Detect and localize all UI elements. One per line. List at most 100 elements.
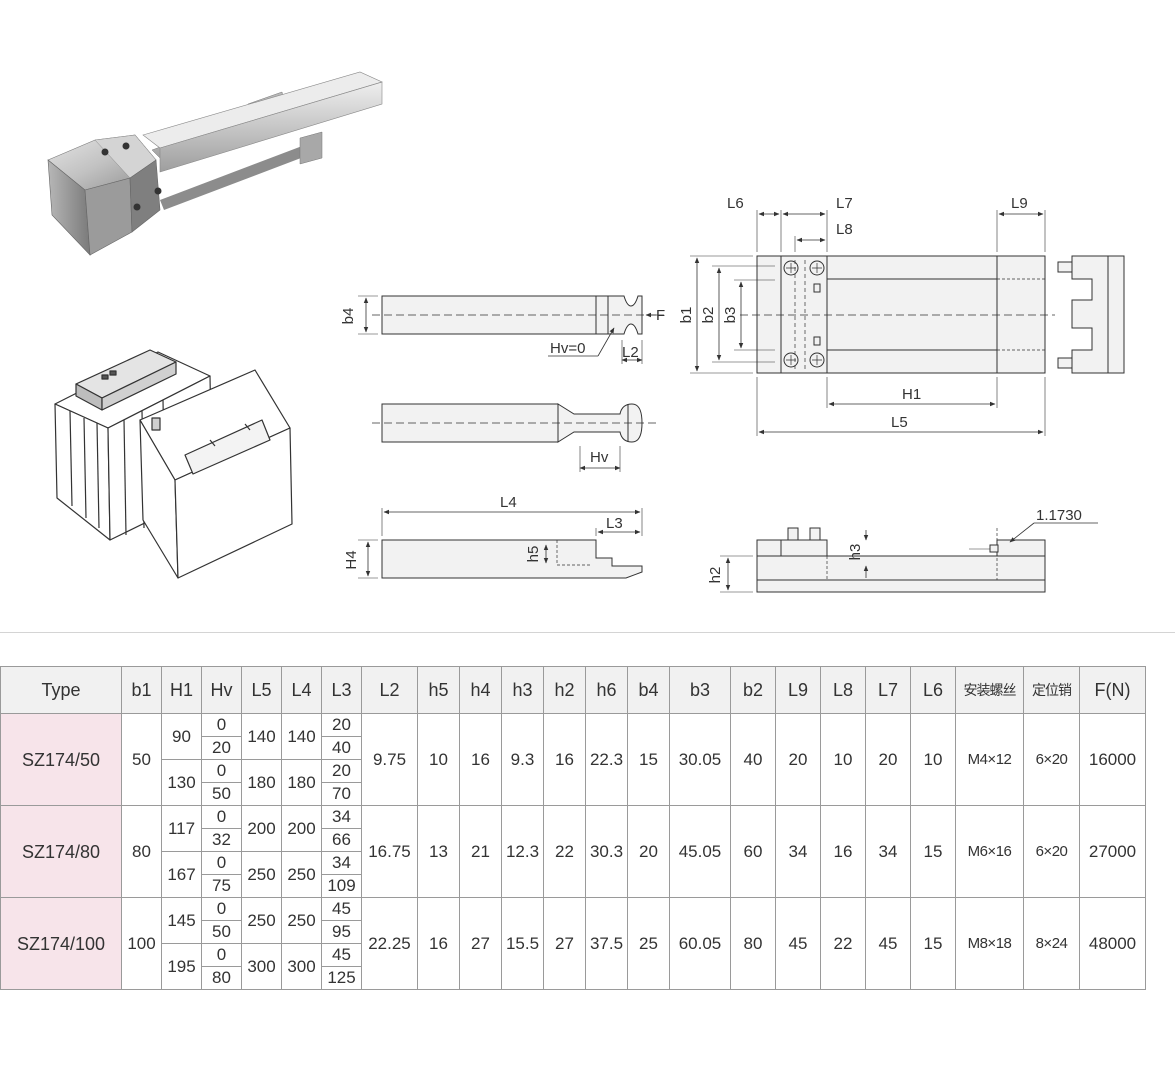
b3-cell: 30.05 [669, 713, 731, 806]
h6-cell: 22.3 [585, 713, 628, 806]
label-h5: h5 [525, 546, 542, 563]
header-cell: h6 [585, 666, 628, 714]
hv-cell: 75 [201, 874, 242, 898]
label-taper: 1.1730 [1036, 507, 1082, 524]
l5-cell: 200 [241, 805, 282, 852]
b3-cell: 60.05 [669, 897, 731, 990]
header-cell: b4 [627, 666, 670, 714]
l3-cell: 70 [321, 782, 362, 806]
label-b3: b3 [722, 307, 739, 324]
h5-cell: 16 [417, 897, 460, 990]
type-cell: SZ174/50 [0, 713, 122, 806]
h1-cell: 90 [161, 713, 202, 760]
header-cell: L2 [361, 666, 418, 714]
type-cell: SZ174/80 [0, 805, 122, 898]
wedge-top-view [358, 295, 664, 364]
label-L7: L7 [836, 195, 853, 212]
header-cell: Hv [201, 666, 242, 714]
h4-cell: 21 [459, 805, 502, 898]
l3-cell: 109 [321, 874, 362, 898]
h1-cell: 195 [161, 943, 202, 990]
header-cell: L8 [820, 666, 866, 714]
l9-cell: 45 [775, 897, 821, 990]
header-cell: L5 [241, 666, 282, 714]
header-cell: L4 [281, 666, 322, 714]
screw-cell: M6×16 [955, 805, 1024, 898]
l9-cell: 34 [775, 805, 821, 898]
header-cell: L9 [775, 666, 821, 714]
label-H4: H4 [343, 550, 360, 569]
h2-cell: 22 [543, 805, 586, 898]
l5-cell: 140 [241, 713, 282, 760]
l4-cell: 250 [281, 851, 322, 898]
h1-cell: 167 [161, 851, 202, 898]
header-cell: 安装螺丝 [955, 666, 1024, 714]
h6-cell: 30.3 [585, 805, 628, 898]
label-h2: h2 [707, 567, 724, 584]
label-L4: L4 [500, 494, 517, 511]
h4-cell: 27 [459, 897, 502, 990]
label-L2: L2 [622, 344, 639, 361]
hv-cell: 80 [201, 966, 242, 990]
f-cell: 16000 [1079, 713, 1146, 806]
label-L6: L6 [727, 195, 744, 212]
b1-cell: 50 [121, 713, 162, 806]
hv-cell: 0 [201, 713, 242, 737]
l5-cell: 180 [241, 759, 282, 806]
header-cell: 定位销 [1023, 666, 1080, 714]
l4-cell: 200 [281, 805, 322, 852]
l3-cell: 40 [321, 736, 362, 760]
l8-cell: 16 [820, 805, 866, 898]
h5-cell: 10 [417, 713, 460, 806]
l5-cell: 300 [241, 943, 282, 990]
label-L8: L8 [836, 221, 853, 238]
h3-cell: 9.3 [501, 713, 544, 806]
l4-cell: 140 [281, 713, 322, 760]
b2-cell: 80 [730, 897, 776, 990]
h3-cell: 12.3 [501, 805, 544, 898]
l3-cell: 95 [321, 920, 362, 944]
l6-cell: 10 [910, 713, 956, 806]
housing-end-view [1057, 255, 1125, 374]
header-cell: b1 [121, 666, 162, 714]
header-cell: h2 [543, 666, 586, 714]
l6-cell: 15 [910, 805, 956, 898]
wedge-moved-view [372, 403, 660, 472]
mould-illustration [54, 349, 293, 579]
separator-line [0, 632, 1175, 633]
l7-cell: 34 [865, 805, 911, 898]
hv-cell: 0 [201, 759, 242, 783]
label-h3: h3 [847, 544, 864, 561]
l3-cell: 34 [321, 805, 362, 829]
hv-cell: 20 [201, 736, 242, 760]
hv-cell: 0 [201, 897, 242, 921]
l5-cell: 250 [241, 851, 282, 898]
header-cell: h5 [417, 666, 460, 714]
housing-top-view [690, 210, 1055, 436]
label-H1: H1 [902, 386, 921, 403]
header-cell: H1 [161, 666, 202, 714]
f-cell: 48000 [1079, 897, 1146, 990]
header-cell: L6 [910, 666, 956, 714]
header-cell: h4 [459, 666, 502, 714]
screw-cell: M8×18 [955, 897, 1024, 990]
pin-cell: 8×24 [1023, 897, 1080, 990]
label-b4: b4 [340, 308, 357, 325]
l8-cell: 10 [820, 713, 866, 806]
h1-cell: 145 [161, 897, 202, 944]
drawings-area: b4 F Hv=0 L2 Hv L4 L3 H4 h5 [47, 71, 1125, 593]
l3-cell: 20 [321, 713, 362, 737]
l3-cell: 45 [321, 943, 362, 967]
label-L9: L9 [1011, 195, 1028, 212]
l7-cell: 20 [865, 713, 911, 806]
l7-cell: 45 [865, 897, 911, 990]
pin-cell: 6×20 [1023, 805, 1080, 898]
l4-cell: 250 [281, 897, 322, 944]
